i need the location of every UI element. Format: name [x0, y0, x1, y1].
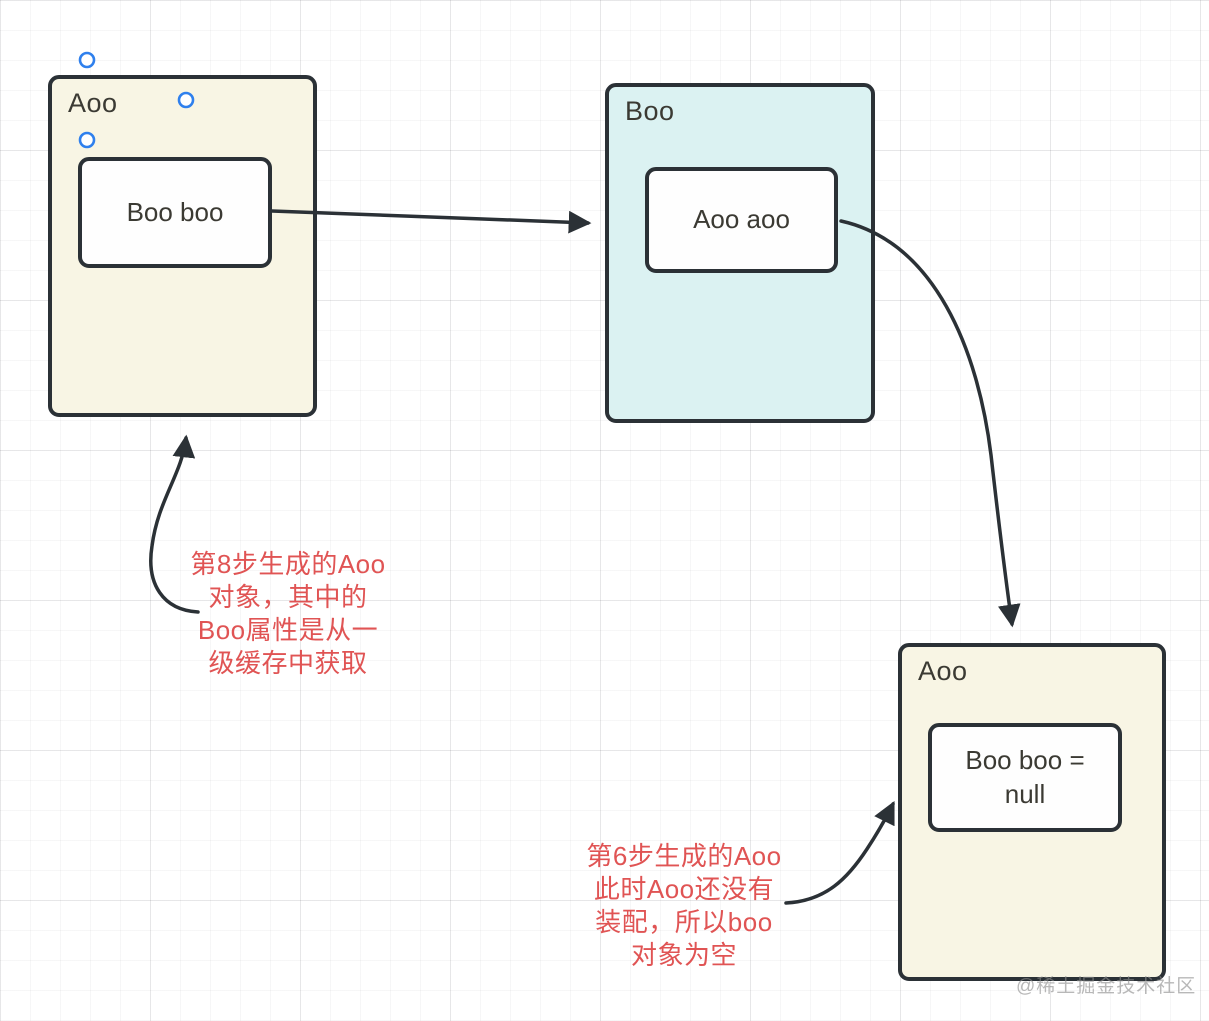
container-label-aoo-top: Aoo — [68, 88, 118, 118]
container-label-boo: Boo — [625, 96, 675, 126]
container-label-aoo-bottom: Aoo — [918, 656, 968, 686]
node-boo-field: Boo boo — [78, 157, 272, 268]
node-aoo-field: Aoo aoo — [645, 167, 838, 273]
node-boo-null-field: Boo boo = null — [928, 723, 1122, 832]
container-boo: Boo Aoo aoo — [605, 83, 875, 423]
node-aoo-field-text: Aoo aoo — [693, 204, 790, 235]
watermark: @稀土掘金技术社区 — [1016, 976, 1197, 997]
node-boo-field-text: Boo boo — [126, 196, 224, 227]
annotation-step8: 第8步生成的Aoo 对象，其中的 Boo属性是从一 级缓存中获取 — [190, 549, 386, 678]
annotation-step6: 第6步生成的Aoo 此时Aoo还没有 装配，所以boo 对象为空 — [586, 841, 782, 970]
arrow-booboo-to-boo — [270, 209, 592, 234]
connection-handle-icon — [78, 51, 96, 69]
node-boo-null-field-text: Boo boo = null — [965, 744, 1085, 809]
container-aoo-bottom: Aoo Boo boo = null — [898, 643, 1166, 981]
container-aoo-top: Aoo Boo boo — [48, 75, 317, 417]
